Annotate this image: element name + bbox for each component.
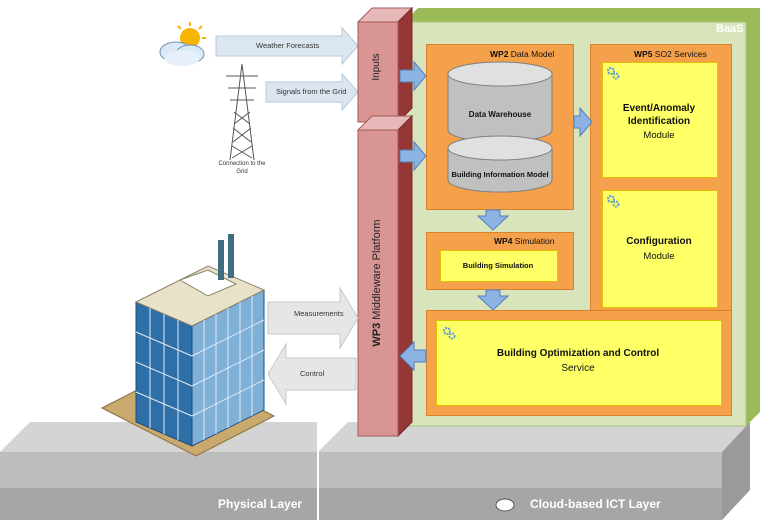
middleware-blocks <box>356 6 414 438</box>
control-label: Control <box>300 369 325 378</box>
arrow-wp4-to-optim <box>476 289 510 311</box>
event-anomaly-module <box>602 62 718 178</box>
physical-floor-front <box>0 488 318 520</box>
cloud-floor-front <box>318 488 722 520</box>
wp2-title: WP2 Data Model <box>490 49 554 59</box>
optimization-sub: Service <box>561 363 595 374</box>
configuration-title: Configuration <box>626 236 692 247</box>
baas-label: BaaS <box>716 23 744 35</box>
configuration-module <box>602 190 718 308</box>
wp2-tag: WP2 <box>490 49 509 59</box>
gear-icon <box>443 327 456 340</box>
grid-signals-label: Signals from the Grid <box>276 87 347 96</box>
building-simulation-box <box>440 250 558 282</box>
cloud-floor-band <box>318 452 722 488</box>
weather-forecast-label: Weather Forecasts <box>256 41 320 50</box>
measurements-arrow <box>267 286 359 350</box>
building-simulation-label: Building Simulation <box>462 261 534 270</box>
wp4-name: Simulation <box>514 236 555 246</box>
arrow-optim-to-middleware <box>399 340 427 372</box>
cloud-icon <box>495 498 515 512</box>
cloud-floor-top <box>318 422 750 452</box>
wp5-title: WP5 SO2 Services <box>634 49 707 59</box>
control-arrow <box>267 342 357 406</box>
optimization-box <box>436 320 722 406</box>
gear-icon <box>607 195 620 208</box>
arrow-wp2-to-wp4 <box>476 209 510 231</box>
database-cylinders <box>447 61 553 193</box>
configuration-sub: Module <box>643 251 675 262</box>
arrow-wp2-to-wp5 <box>573 106 593 138</box>
gear-icon <box>607 67 620 80</box>
weather-icon <box>159 22 206 66</box>
arrow-middleware-to-wp2 <box>399 140 427 172</box>
data-warehouse-label: Data Warehouse <box>468 110 532 119</box>
wp2-name: Data Model <box>510 49 555 59</box>
input-arrows <box>215 26 359 112</box>
wp5-tag: WP5 <box>634 49 653 59</box>
cloud-floor-side <box>722 422 750 520</box>
wp5-name: SO2 Services <box>654 49 707 59</box>
optimization-title: Building Optimization and Control <box>496 348 660 359</box>
arrow-inputs-to-wp2 <box>399 60 427 92</box>
physical-layer-label: Physical Layer <box>218 497 303 511</box>
building-icon <box>100 234 276 457</box>
cloud-layer-label: Cloud-based ICT Layer <box>530 497 661 511</box>
measurements-label: Measurements <box>294 309 344 318</box>
event-anomaly-sub: Module <box>643 130 675 141</box>
power-pylon-icon <box>226 63 258 161</box>
event-line2: Identification <box>627 116 691 127</box>
event-line1: Event/Anomaly <box>622 103 696 114</box>
wp4-tag: WP4 <box>494 236 513 246</box>
connection-label: Connection to the Grid <box>218 161 266 175</box>
wp4-title: WP4 Simulation <box>494 236 554 246</box>
bim-label: Building Information Model <box>451 170 549 179</box>
